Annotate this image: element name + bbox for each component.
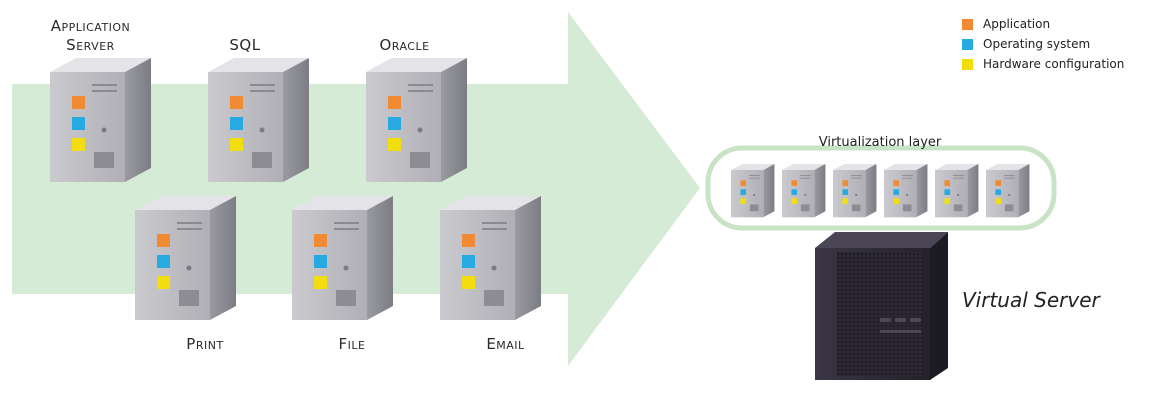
legend-label-application: Application	[983, 17, 1051, 31]
virtualized-server-tower-5	[935, 163, 979, 218]
legend-swatch-application	[962, 18, 973, 30]
legend-item-operating-system: Operating system	[962, 34, 1124, 54]
legend-item-application: Application	[962, 14, 1124, 34]
virtualization-layer-title: Virtualization layer	[818, 135, 942, 150]
file-server-tower	[292, 196, 393, 320]
label-application-server: Application Server	[28, 17, 153, 55]
virtual-server-title: Virtual Server	[962, 288, 1100, 312]
legend-item-hardware-configuration: Hardware configuration	[962, 54, 1124, 74]
label-email: Email	[486, 335, 525, 353]
virtualized-server-tower-1	[731, 163, 775, 218]
email-server-tower	[440, 196, 541, 320]
application-server-tower	[50, 58, 151, 182]
sql-server-tower	[208, 58, 309, 182]
legend: Application Operating system Hardware co…	[962, 14, 1124, 74]
label-application-server-line1: Application	[50, 17, 131, 35]
virtualized-server-tower-6	[986, 163, 1030, 218]
virtual-server-icon	[815, 232, 948, 380]
label-application-server-line2: Server	[66, 36, 115, 54]
virtualized-server-tower-2	[782, 163, 826, 218]
legend-label-hardware-configuration: Hardware configuration	[983, 57, 1125, 71]
label-print: Print	[186, 335, 224, 353]
label-sql: SQL	[229, 36, 261, 54]
label-file: File	[338, 335, 366, 353]
label-oracle: Oracle	[379, 36, 430, 54]
legend-swatch-operating-system	[962, 38, 973, 50]
print-server-tower	[135, 196, 236, 320]
virtualized-server-tower-3	[833, 163, 877, 218]
virtualized-server-tower-4	[884, 163, 928, 218]
oracle-server-tower	[366, 58, 467, 182]
legend-label-operating-system: Operating system	[983, 37, 1091, 51]
virtualization-layer-outline	[705, 145, 1057, 231]
legend-swatch-hardware-configuration	[962, 58, 973, 70]
